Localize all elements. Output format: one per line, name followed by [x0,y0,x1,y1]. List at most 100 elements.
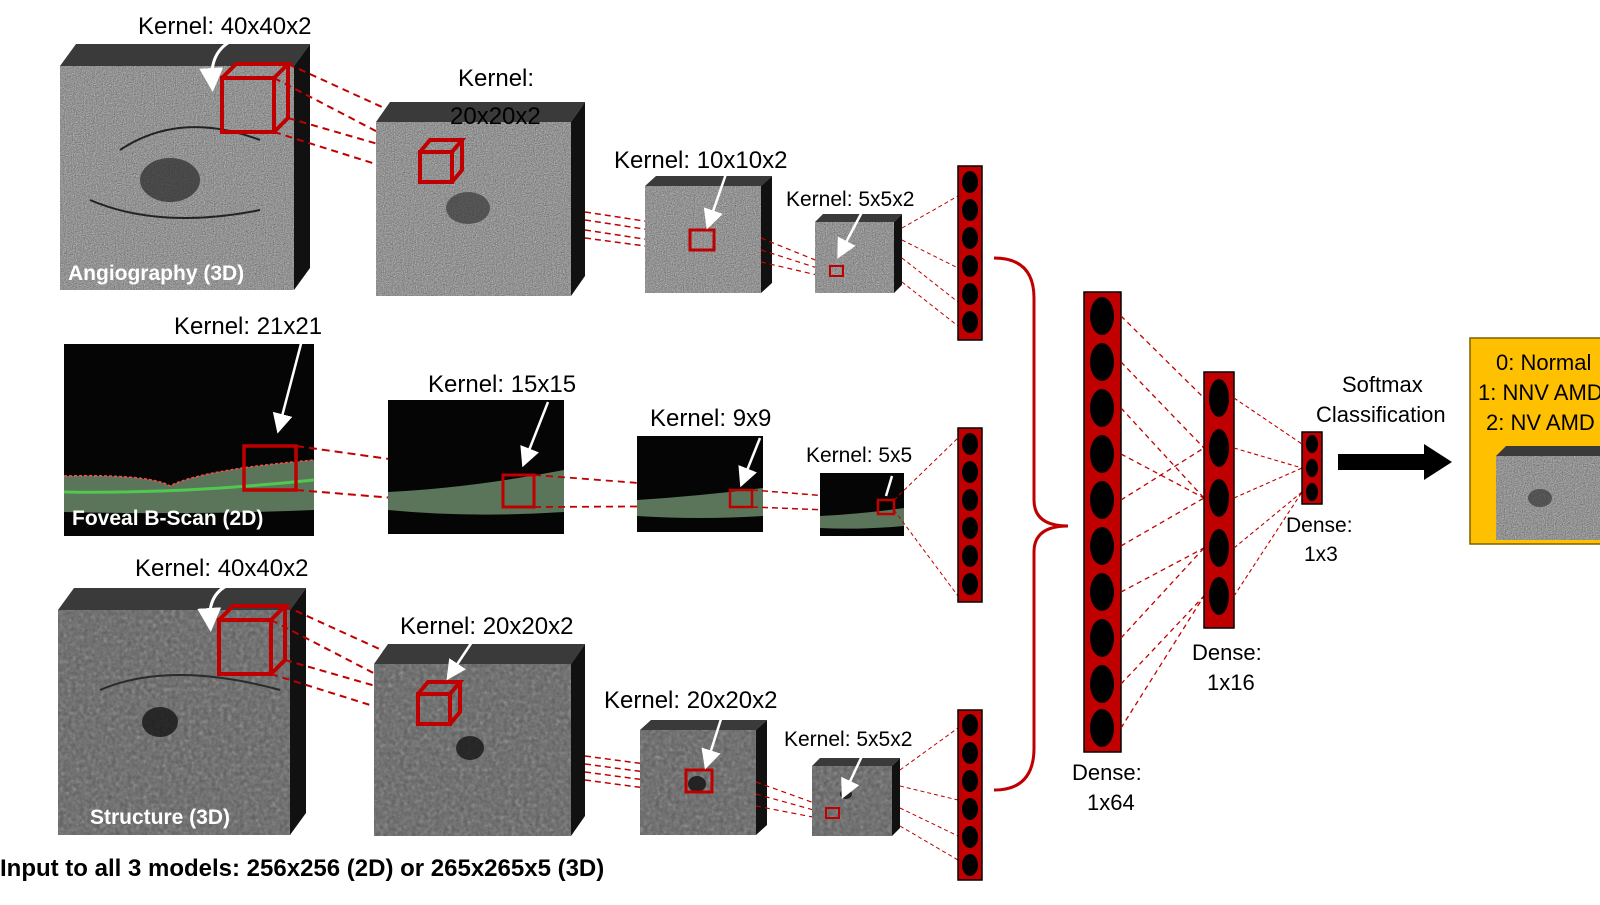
angio-l4-side [894,214,902,293]
bscan-row: Foveal B-Scan (2D) Kernel: 21x21 Kernel:… [63,313,983,603]
bscan-l3-retina [637,488,763,518]
bscan-retina [64,460,314,514]
output-class-2: 2: NV AMD [1486,410,1595,435]
bscan-kernel-1-label: Kernel: 21x21 [174,313,322,340]
dense-64-label-line1: Dense: [1072,760,1142,785]
angio-connectors-4 [901,195,959,327]
output-thumb-fovea [1528,489,1552,507]
dense-16-label-line1: Dense: [1192,640,1262,665]
struct-kernel-1-label: Kernel: 40x40x2 [135,555,308,582]
bscan-kernel-2-arrow [520,401,550,468]
angio-kernel-3-arrow [703,173,728,230]
angio-input-label: Angiography (3D) [68,262,244,285]
angiography-row: Angiography (3D) Kernel: 40x40x2 Kernel: [60,13,983,341]
dense-64-to-16-connectors [1120,315,1205,729]
bscan-kernel-4 [876,498,896,516]
struct-connectors-2 [584,755,691,795]
angio-l3-side [761,176,772,293]
dense-64-layer [1083,291,1122,753]
angio-kernel-3-label: Kernel: 10x10x2 [614,147,787,174]
input-size-note: Input to all 3 models: 256x256 (2D) or 2… [0,855,604,882]
struct-kernel-2 [416,680,465,726]
output-class-0: 0: Normal [1496,350,1591,375]
angio-l4-texture [815,222,894,293]
struct-input-label: Structure (3D) [90,806,230,829]
output-class-1: 1: NNV AMD [1478,380,1600,405]
bscan-kernel-2 [501,473,536,509]
struct-kernel-3-arrow [701,715,724,770]
merge-brace [993,256,1069,792]
dense-3-label-line1: Dense: [1286,514,1353,537]
output-thumb-top [1496,446,1600,456]
struct-l2-side [571,644,585,836]
bscan-kernel-4-label: Kernel: 5x5 [806,444,912,467]
bscan-kernel-3-label: Kernel: 9x9 [650,405,771,432]
angio-kernel-3 [688,228,716,252]
struct-kernel-3-label: Kernel: 20x20x2 [604,687,777,714]
bscan-layer [63,478,315,494]
bscan-kernel-2-label: Kernel: 15x15 [428,371,576,398]
dense-16-label-line2: 1x16 [1207,670,1255,695]
struct-kernel-4-label: Kernel: 5x5x2 [784,728,912,751]
bscan-kernel-3-arrow [738,437,762,488]
angio-l3-top [645,176,772,186]
struct-l3-fovea [688,776,706,792]
output-classification-box: 0: Normal 1: NNV AMD 2: NV AMD [1469,337,1600,545]
struct-kernel-2-arrow [446,641,474,681]
softmax-label-line1: Softmax [1342,372,1423,397]
angio-fovea [140,158,200,202]
angio-l2-top [376,102,585,122]
struct-kernel-1-arrow [197,580,237,632]
bscan-l2-retina [388,470,564,515]
struct-kernel-2-label: Kernel: 20x20x2 [400,613,573,640]
bscan-connectors-2 [533,474,731,508]
struct-l4-top [812,758,900,766]
bscan-boundary [63,459,315,487]
struct-l3-side [756,720,767,835]
bscan-input-label: Foveal B-Scan (2D) [72,507,263,530]
angio-vessel [119,126,261,151]
angio-input-side [294,44,310,290]
dense-3-layer [1301,431,1323,505]
bscan-kernel-1-arrow [272,339,304,434]
struct-l2-top [374,644,585,664]
bscan-connectors-4 [893,437,959,597]
bscan-kernel-4-arrow [884,475,894,497]
angio-l3-texture [645,186,761,293]
struct-fovea [142,707,178,737]
struct-l4-fovea [840,789,852,799]
angio-connectors-3 [760,237,831,279]
dense-3-label-line2: 1x3 [1304,543,1338,566]
angio-kernel-2-label-line1: Kernel: [458,65,534,92]
struct-kernel-3 [684,768,714,794]
softmax-label-line2: Classification [1316,402,1446,427]
bscan-flatten-bar [957,427,983,603]
dense-64-label-line2: 1x64 [1087,790,1135,815]
dense-16-layer [1203,371,1235,629]
struct-kernel-4-arrow [841,755,864,800]
struct-vessel [99,674,281,691]
bscan-kernel-1 [242,444,298,492]
angio-kernel-4 [829,265,844,277]
angio-l2-side [571,102,585,296]
structure-row: Structure (3D) Kernel: 40x40x2 Kernel: 2… [58,555,983,881]
angio-kernel-2 [418,138,467,184]
angio-kernel-1-label: Kernel: 40x40x2 [138,13,311,40]
bscan-kernel-3 [728,488,754,509]
angio-kernel-4-arrow [837,211,864,259]
angio-vessel [89,199,261,219]
struct-flatten-bar [957,709,983,881]
angio-kernel-4-label: Kernel: 5x5x2 [786,188,914,211]
softmax-arrow [1338,444,1452,480]
struct-input-side [290,588,306,835]
dense-16-to-3-connectors [1233,397,1303,597]
angio-flatten-bar [957,165,983,341]
angio-connectors-2 [584,211,691,253]
struct-l2-fovea [456,736,484,760]
angio-kernel-1-arrow [199,36,239,92]
angio-input-top [60,44,310,66]
struct-l3-top [640,720,767,730]
angio-kernel-2-label-line2: 20x20x2 [450,103,541,130]
